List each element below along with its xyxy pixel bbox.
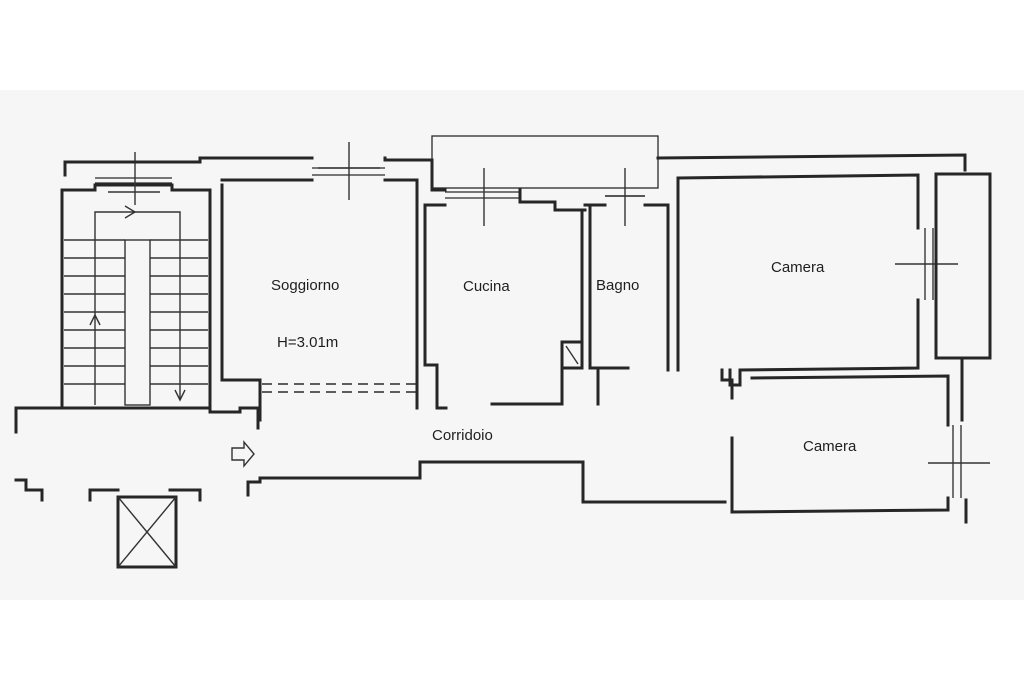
corridoio-area: Corridoio bbox=[418, 368, 734, 504]
bagno-wall-right bbox=[643, 203, 670, 372]
cucina-wall-bottom bbox=[490, 366, 564, 406]
bagno-room: Bagno bbox=[583, 168, 670, 406]
height-note-label: H=3.01m bbox=[277, 334, 338, 351]
shaft-box bbox=[560, 340, 584, 370]
bagno-label: Bagno bbox=[596, 277, 639, 294]
lift-wall-right bbox=[168, 488, 202, 502]
cucina-label: Cucina bbox=[463, 278, 510, 295]
camera-2-wall-bottom bbox=[730, 436, 950, 514]
outer-wall-top-right bbox=[656, 153, 967, 172]
lift-wall-left bbox=[88, 488, 120, 502]
stairwell-wall bbox=[60, 183, 212, 407]
balcony bbox=[431, 135, 659, 189]
soggiorno-wall-right bbox=[383, 178, 419, 410]
entrance-arrow-icon bbox=[231, 440, 255, 468]
soggiorno-wall-left bbox=[220, 183, 262, 422]
camera-1-room: Camera bbox=[676, 172, 992, 387]
soggiorno-label: Soggiorno bbox=[271, 277, 339, 294]
cucina-room: Cucina bbox=[423, 168, 587, 410]
lift-shaft bbox=[116, 495, 178, 569]
stair-well bbox=[124, 239, 151, 406]
camera-2-wall-top bbox=[750, 374, 950, 427]
cucina-wall-left bbox=[423, 203, 448, 410]
bagno-wall-left bbox=[588, 203, 630, 370]
camera-1-wall-top bbox=[676, 173, 920, 230]
corridoio-label: Corridoio bbox=[432, 427, 493, 444]
stair-arrow-up bbox=[89, 313, 101, 326]
soggiorno-room: Soggiorno H=3.01m bbox=[220, 142, 419, 422]
corridor-south-wall-a bbox=[246, 476, 422, 497]
camera-1-balcony bbox=[934, 172, 992, 360]
camera-2-label: Camera bbox=[803, 438, 857, 455]
landing-wall bbox=[14, 406, 260, 434]
stair-arrow-down bbox=[174, 389, 186, 402]
stair-direction-line bbox=[94, 211, 181, 405]
camera-1-label: Camera bbox=[771, 259, 825, 276]
corridor-south-wall-b bbox=[418, 460, 727, 504]
camera-1-wall-bottom bbox=[728, 298, 920, 387]
landing-wall-left bbox=[14, 478, 44, 502]
outer-wall-top-left bbox=[63, 156, 314, 177]
cucina-wall-top-b bbox=[518, 188, 587, 212]
corridor-wall-stub bbox=[720, 368, 734, 400]
camera-2-room: Camera bbox=[730, 358, 990, 524]
stairwell bbox=[60, 152, 212, 407]
stair-arrow-right bbox=[124, 205, 137, 219]
shaft-diagonal bbox=[565, 345, 579, 365]
